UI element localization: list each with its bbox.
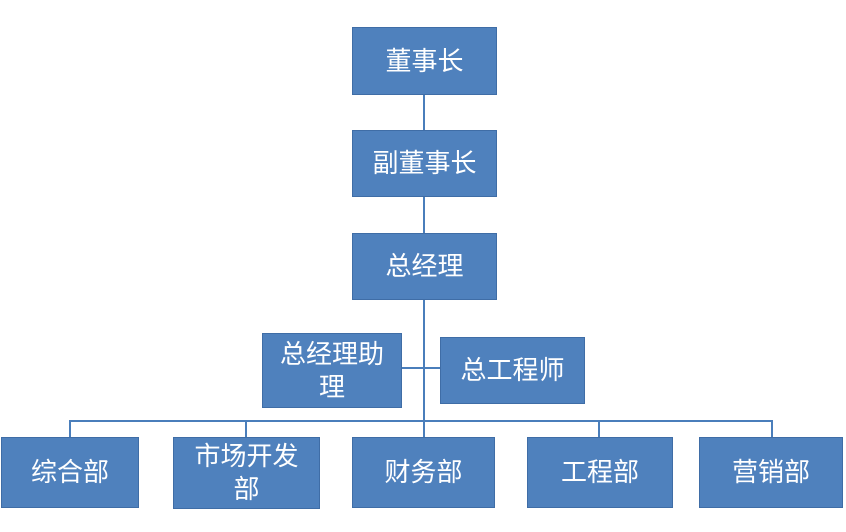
connector-vicechairman-gm	[423, 197, 425, 233]
node-chief-engineer: 总工程师	[440, 337, 585, 404]
connector-drop-market-dev-dept	[245, 420, 247, 437]
connector-departments-bus	[70, 420, 773, 422]
node-dept-marketing-label: 营销部	[731, 458, 810, 487]
node-dept-marketing: 营销部	[699, 437, 843, 508]
node-dept-engineering-label: 工程部	[560, 458, 639, 487]
node-chief-engineer-label: 总工程师	[460, 356, 565, 385]
node-gm-assistant: 总经理助理	[262, 333, 402, 408]
node-dept-general-label: 综合部	[30, 458, 109, 487]
node-dept-market-dev-label: 市场开发部	[194, 442, 299, 504]
node-general-manager-label: 总经理	[385, 252, 464, 281]
node-dept-finance-label: 财务部	[384, 458, 463, 487]
node-dept-market-dev: 市场开发部	[173, 437, 320, 509]
node-vice-chairman: 副董事长	[352, 130, 497, 197]
node-chairman: 董事长	[352, 27, 497, 95]
node-vice-chairman-label: 副董事长	[372, 149, 477, 178]
node-gm-assistant-label: 总经理助理	[279, 339, 384, 402]
node-chairman-label: 董事长	[385, 46, 464, 76]
node-dept-general: 综合部	[1, 437, 139, 508]
connector-drop-general-dept	[69, 420, 71, 437]
connector-chairman-vicechairman	[423, 95, 425, 130]
node-dept-engineering: 工程部	[527, 437, 673, 508]
connector-drop-marketing-dept	[771, 420, 773, 437]
node-general-manager: 总经理	[352, 233, 497, 300]
connector-staff-crossbar	[402, 367, 440, 369]
node-dept-finance: 财务部	[352, 437, 495, 508]
connector-drop-engineering-dept	[598, 420, 600, 437]
